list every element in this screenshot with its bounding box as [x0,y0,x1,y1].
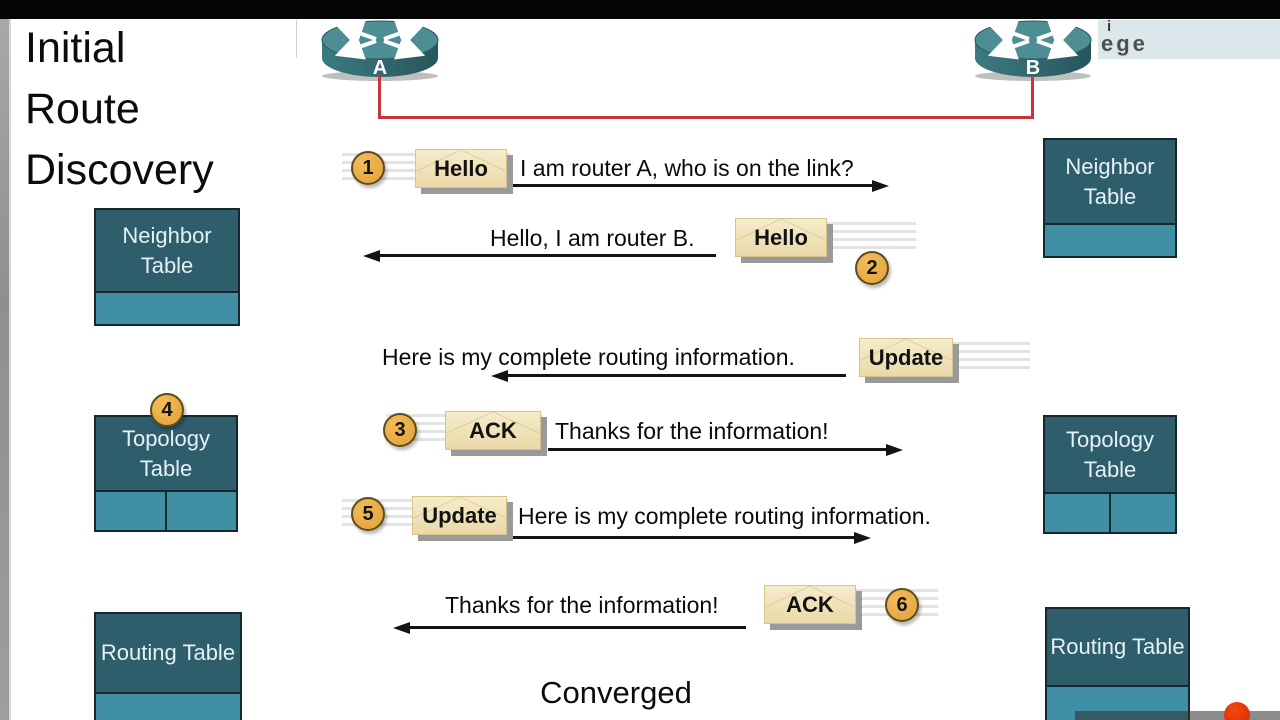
table-cell [1109,494,1175,532]
table-cell [1045,225,1175,256]
step-badge-4: 4 [150,393,184,427]
watermark-box: i ege [1098,18,1280,59]
message-text: Here is my complete routing information. [382,344,795,370]
router-b-icon: B [971,16,1095,82]
packet-tag-update: Update [412,496,507,535]
title-line: Discovery [25,146,214,194]
packet-tag-hello: Hello [735,218,827,257]
routing-table-left: Routing Table [94,612,242,720]
table-cell [96,492,165,530]
step-badge-1: 1 [351,151,385,185]
link-line [1031,76,1034,119]
message-text: Here is my complete routing information. [518,503,931,529]
topology-table-right: Topology Table [1043,415,1177,534]
page-title: Initial Route Discovery [25,18,315,201]
content-edge-line [296,20,297,58]
table-header: Routing Table [1047,609,1188,687]
message-text: I am router A, who is on the link? [520,155,854,181]
table-cell [165,492,236,530]
step-badge-2: 2 [855,251,889,285]
table-cell [96,293,238,324]
arrow-right-icon [548,448,886,451]
arrow-left-icon [410,626,746,629]
table-header: Neighbor Table [1045,140,1175,225]
step-badge-6: 6 [885,588,919,622]
top-black-bar [0,0,1280,19]
message-text: Thanks for the information! [555,418,829,444]
topology-table-left: Topology Table [94,415,238,532]
packet-tag-update: Update [859,338,953,377]
speed-lines [950,342,1030,374]
video-progress-bar[interactable] [1075,711,1280,720]
speed-lines [824,222,916,254]
neighbor-table-left: Neighbor Table [94,208,240,326]
table-cell [1045,494,1109,532]
left-edge-strip [0,19,9,720]
packet-tag-ack: ACK [764,585,856,624]
converged-label: Converged [540,675,692,710]
step-badge-5: 5 [351,497,385,531]
message-text: Hello, I am router B. [490,225,695,251]
table-header: Routing Table [96,614,240,694]
watermark-text: i [1107,18,1112,35]
message-text: Thanks for the information! [445,592,719,618]
packet-tag-hello: Hello [415,149,507,188]
neighbor-table-right: Neighbor Table [1043,138,1177,258]
arrow-left-icon [380,254,716,257]
table-header: Topology Table [1045,417,1175,494]
router-a-icon: A [318,16,442,82]
arrow-right-icon [512,184,872,187]
link-line [378,76,381,119]
title-line: Route [25,85,140,133]
title-line: Initial [25,24,126,72]
step-badge-3: 3 [383,413,417,447]
table-cell [96,694,240,720]
packet-tag-ack: ACK [445,411,541,450]
routing-table-right: Routing Table [1045,607,1190,720]
link-line [378,116,1034,119]
router-b-label: B [1026,57,1040,79]
left-edge-line [9,19,11,720]
watermark-text: ege [1101,31,1148,56]
table-header: Topology Table [96,417,236,492]
table-header: Neighbor Table [96,210,238,293]
router-a-label: A [373,57,387,79]
video-playhead-icon[interactable] [1224,702,1250,720]
arrow-left-icon [508,374,846,377]
arrow-right-icon [510,536,854,539]
